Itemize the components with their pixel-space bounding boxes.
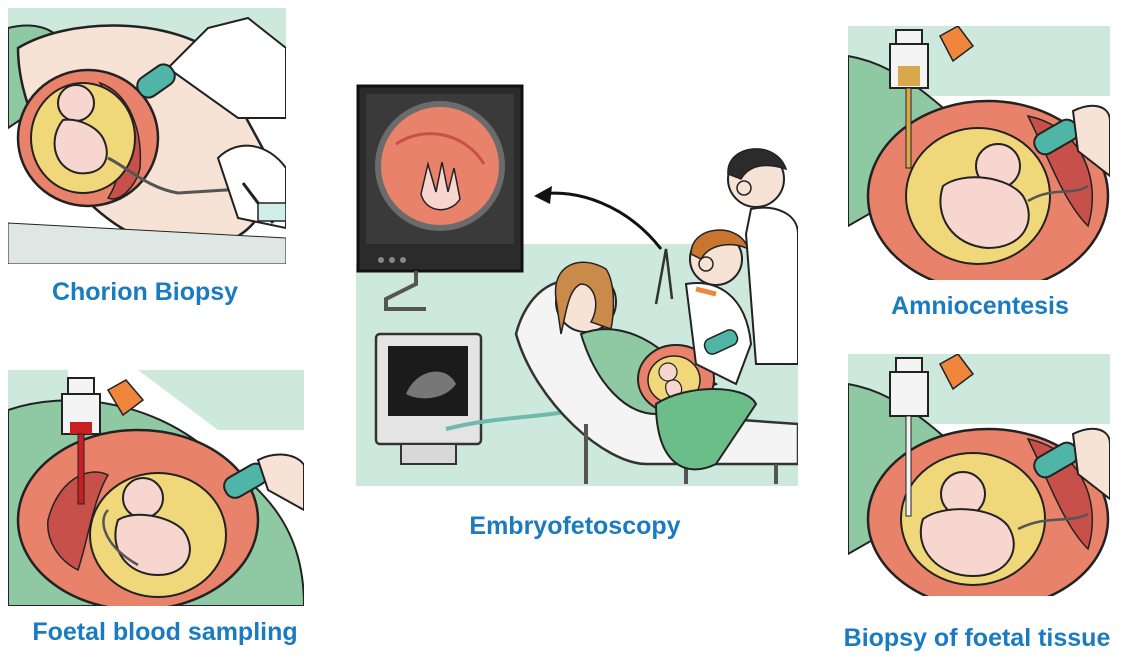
caption-chorion-biopsy: Chorion Biopsy [30, 278, 260, 307]
biopsy-of-foetal-tissue-drawing [848, 354, 1110, 596]
foetal-blood-sampling-drawing [8, 370, 304, 606]
amniocentesis-illustration [848, 26, 1110, 280]
chorion-biopsy-drawing [8, 8, 286, 264]
caption-biopsy-of-foetal-tissue: Biopsy of foetal tissue [832, 624, 1122, 653]
embryofetoscopy-drawing [356, 84, 798, 486]
chorion-biopsy-illustration [8, 8, 286, 264]
caption-embryofetoscopy: Embryofetoscopy [440, 512, 710, 541]
caption-foetal-blood-sampling: Foetal blood sampling [20, 618, 310, 647]
embryofetoscopy-illustration [356, 84, 798, 486]
caption-amniocentesis: Amniocentesis [865, 292, 1095, 321]
biopsy-of-foetal-tissue-illustration [848, 354, 1110, 596]
foetal-blood-sampling-illustration [8, 370, 304, 606]
amniocentesis-drawing [848, 26, 1110, 280]
